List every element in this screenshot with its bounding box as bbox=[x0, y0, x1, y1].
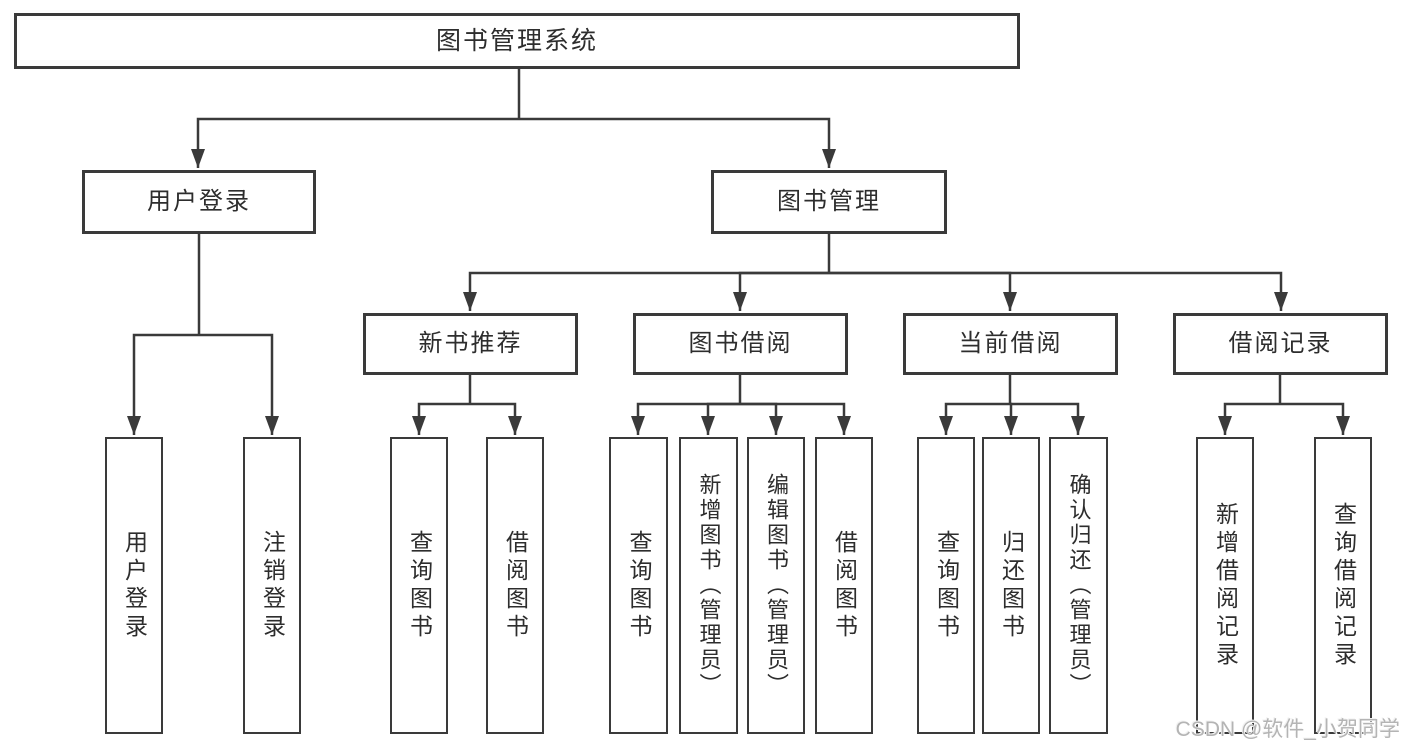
node-book-borrow: 图书借阅 bbox=[633, 313, 848, 375]
csdn-watermark: CSDN @软件_小贺同学 bbox=[1175, 718, 1400, 741]
node-new-book-rec: 新书推荐 bbox=[363, 313, 578, 375]
node-leaf-query-borrow-record-label: 查询借阅记录 bbox=[1330, 501, 1357, 670]
connector-root-to-user-login bbox=[191, 117, 519, 168]
node-leaf-user-login: 用户登录 bbox=[105, 437, 163, 734]
node-borrow-records: 借阅记录 bbox=[1173, 313, 1388, 375]
node-leaf-add-borrow-record-label: 新增借阅记录 bbox=[1212, 501, 1239, 670]
node-leaf-confirm-return-admin: 确认归还（管理员） bbox=[1049, 437, 1108, 734]
connector-records-to-query bbox=[1280, 402, 1350, 435]
node-book-borrow-label: 图书借阅 bbox=[688, 330, 793, 357]
node-user-login-label: 用户登录 bbox=[147, 188, 251, 215]
connector-user-login-to-login bbox=[127, 333, 199, 435]
connector-new-book-to-borrow bbox=[470, 402, 522, 435]
connector-current-to-query bbox=[939, 402, 1010, 435]
connector-borrow-to-edit bbox=[740, 402, 783, 435]
node-leaf-edit-book-admin-label: 编辑图书（管理员） bbox=[764, 473, 789, 698]
node-leaf-logout: 注销登录 bbox=[243, 437, 301, 734]
connector-borrow-to-add bbox=[701, 402, 740, 435]
node-leaf-borrow-books: 借阅图书 bbox=[815, 437, 873, 734]
node-leaf-borrow-books-label: 借阅图书 bbox=[831, 529, 858, 642]
connector-user-login-to-logout bbox=[199, 333, 279, 435]
node-leaf-add-book-admin-label: 新增图书（管理员） bbox=[696, 473, 722, 698]
connector-borrow-to-borrow bbox=[740, 402, 851, 435]
node-leaf-confirm-return-admin-label: 确认归还（管理员） bbox=[1066, 473, 1092, 698]
connector-borrow-to-query bbox=[631, 402, 740, 435]
node-leaf-logout-label: 注销登录 bbox=[259, 529, 286, 642]
node-leaf-query-books-newrec-label: 查询图书 bbox=[406, 529, 433, 642]
node-current-borrow-label: 当前借阅 bbox=[958, 330, 1063, 357]
connector-book-mgmt-to-new-book bbox=[463, 271, 829, 311]
node-book-mgmt: 图书管理 bbox=[711, 170, 947, 234]
node-leaf-query-borrow-record: 查询借阅记录 bbox=[1314, 437, 1372, 734]
connector-records-to-add bbox=[1218, 402, 1280, 435]
connector-current-to-return bbox=[1004, 402, 1018, 435]
connector-book-mgmt-to-current bbox=[829, 271, 1017, 311]
node-leaf-query-books-borrow-label: 查询图书 bbox=[626, 529, 652, 642]
node-leaf-borrow-books-newrec: 借阅图书 bbox=[486, 437, 544, 734]
node-leaf-query-books-current-label: 查询图书 bbox=[933, 529, 960, 642]
connector-book-mgmt-to-borrow bbox=[733, 271, 829, 311]
node-leaf-user-login-label: 用户登录 bbox=[121, 529, 148, 642]
node-leaf-edit-book-admin: 编辑图书（管理员） bbox=[747, 437, 805, 734]
node-current-borrow: 当前借阅 bbox=[903, 313, 1118, 375]
connector-book-mgmt-to-records bbox=[829, 271, 1288, 311]
connector-current-to-confirm bbox=[1010, 402, 1085, 435]
node-leaf-add-borrow-record: 新增借阅记录 bbox=[1196, 437, 1254, 734]
node-root: 图书管理系统 bbox=[14, 13, 1020, 69]
node-leaf-query-books-borrow: 查询图书 bbox=[609, 437, 668, 734]
node-leaf-return-book-label: 归还图书 bbox=[998, 529, 1025, 642]
node-leaf-add-book-admin: 新增图书（管理员） bbox=[679, 437, 738, 734]
node-leaf-query-books-current: 查询图书 bbox=[917, 437, 975, 734]
node-user-login: 用户登录 bbox=[82, 170, 316, 234]
node-leaf-borrow-books-newrec-label: 借阅图书 bbox=[502, 529, 529, 642]
node-borrow-records-label: 借阅记录 bbox=[1228, 330, 1333, 357]
node-new-book-rec-label: 新书推荐 bbox=[418, 330, 523, 357]
node-book-mgmt-label: 图书管理 bbox=[777, 188, 881, 215]
connector-new-book-to-query bbox=[412, 402, 470, 435]
connector-root-to-book-mgmt bbox=[519, 117, 836, 168]
node-leaf-return-book: 归还图书 bbox=[982, 437, 1040, 734]
node-root-label: 图书管理系统 bbox=[435, 26, 598, 55]
node-leaf-query-books-newrec: 查询图书 bbox=[390, 437, 448, 734]
